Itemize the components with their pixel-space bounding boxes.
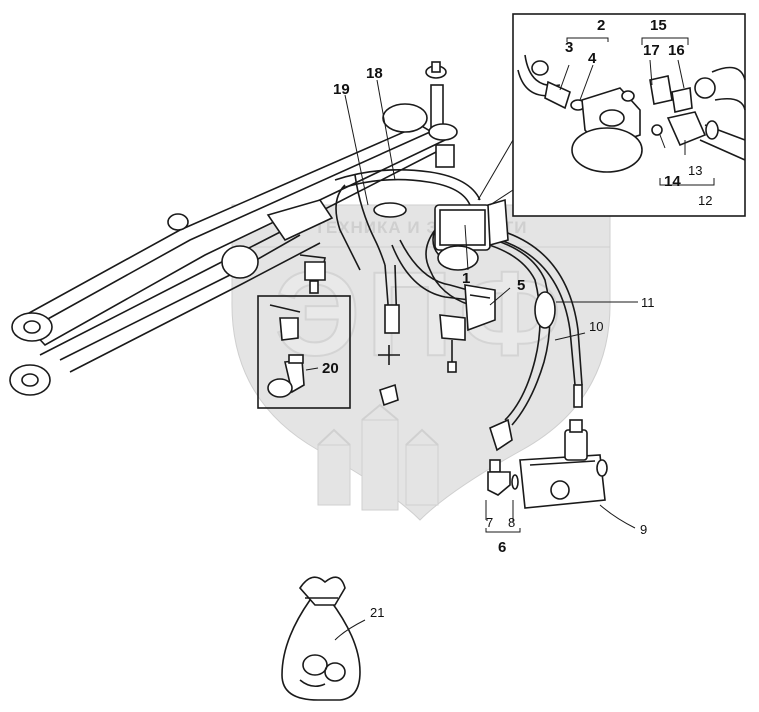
leader-21 xyxy=(334,619,366,641)
bracket-5 xyxy=(464,284,496,332)
callout-1: 1 xyxy=(462,270,470,287)
front-axle xyxy=(9,103,447,396)
callout-7: 7 xyxy=(486,515,493,530)
watermark-buildings xyxy=(317,403,439,511)
fittings-center xyxy=(304,261,400,407)
callout-3: 3 xyxy=(565,39,573,56)
leader-19 xyxy=(344,94,369,206)
callout-20: 20 xyxy=(322,360,339,377)
hoses xyxy=(334,168,583,452)
leader-1 xyxy=(464,224,469,271)
callout-6: 6 xyxy=(498,539,506,556)
inset-box xyxy=(257,295,351,409)
callout-17: 17 xyxy=(643,42,660,59)
fittings-6 xyxy=(485,459,521,533)
callout-4: 4 xyxy=(588,50,597,67)
callout-9: 9 xyxy=(640,522,647,537)
leaders xyxy=(305,37,715,641)
callout-5: 5 xyxy=(517,277,525,294)
leader-20 xyxy=(305,367,319,371)
callout-19: 19 xyxy=(333,81,350,98)
watermark: ТЕХНИКА И ЗАПЧАСТИ ЭПФ xyxy=(231,204,611,521)
parts-bag-21 xyxy=(281,576,361,701)
axle-end-left-bottom xyxy=(9,364,51,396)
axle-end-left-top xyxy=(11,312,53,342)
clamp-11 xyxy=(534,291,556,329)
callout-2: 2 xyxy=(597,17,605,34)
callout-15: 15 xyxy=(650,17,667,34)
axle-end-right xyxy=(382,103,428,133)
callout-18: 18 xyxy=(366,65,383,82)
watermark-shield xyxy=(231,204,611,521)
bracket-2 xyxy=(566,37,609,42)
callout-14: 14 xyxy=(664,173,681,190)
callout-10: 10 xyxy=(589,319,603,334)
steering-cylinder xyxy=(425,61,458,168)
callout-12: 12 xyxy=(698,193,712,208)
callout-16: 16 xyxy=(668,42,685,59)
callout-labels: 1 2 3 4 5 6 7 8 9 10 11 12 13 14 15 16 1… xyxy=(322,17,712,620)
hose-18 xyxy=(354,174,386,266)
callout-8: 8 xyxy=(508,515,515,530)
leader-9 xyxy=(599,504,636,529)
valve-9 xyxy=(519,419,608,509)
detail-inset xyxy=(477,13,746,217)
bracket-12 xyxy=(659,178,715,186)
bracket-15 xyxy=(641,37,689,45)
callout-13: 13 xyxy=(688,163,702,178)
clamp-19 xyxy=(373,202,407,218)
leader-10 xyxy=(554,332,586,341)
leader-5 xyxy=(489,287,511,306)
inset-fittings-20 xyxy=(257,295,351,409)
callout-21: 21 xyxy=(370,605,384,620)
callout-11: 11 xyxy=(641,295,655,310)
steering-unit xyxy=(432,198,509,373)
steering-cylinder-bracket xyxy=(266,199,334,242)
leader-18 xyxy=(376,79,396,181)
